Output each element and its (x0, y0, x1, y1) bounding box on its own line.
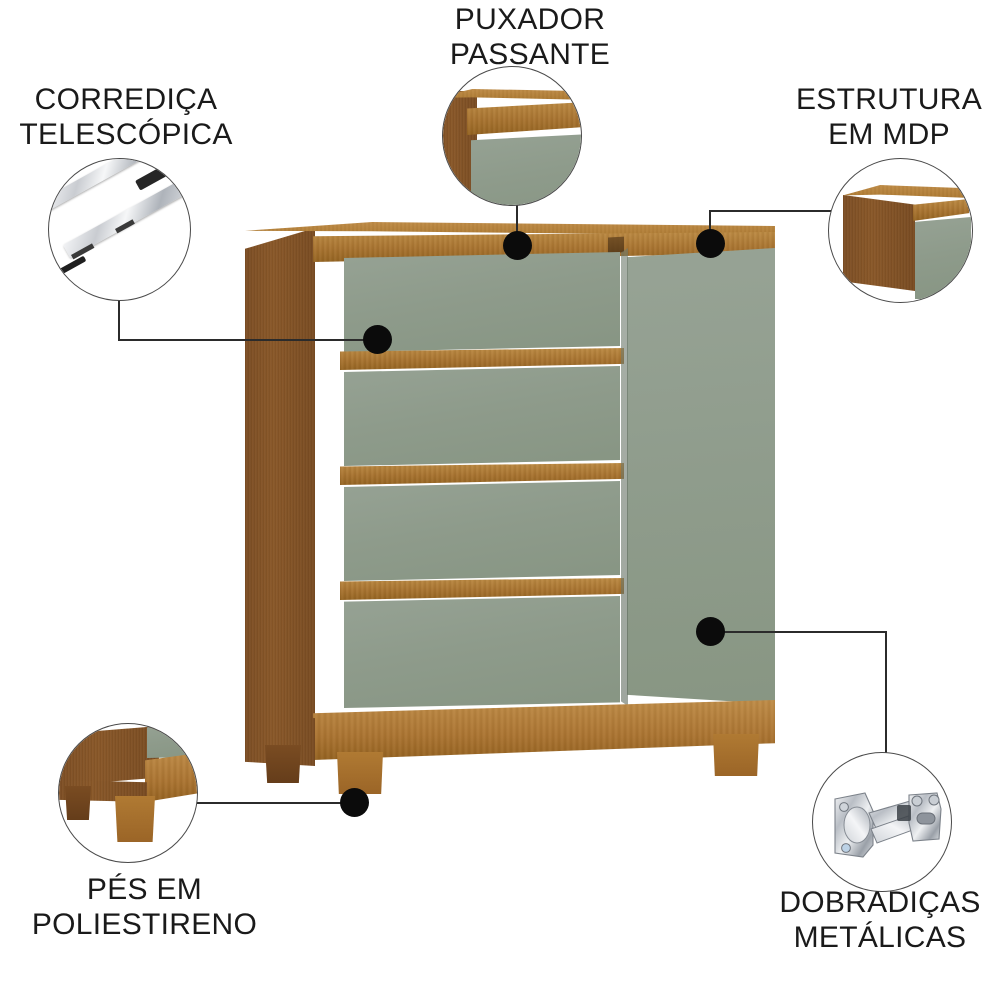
callout-label-corredica-telescopica: CORREDIÇA TELESCÓPICA (19, 83, 233, 152)
callout-label-estrutura-em-mdp: ESTRUTURA EM MDP (795, 83, 983, 152)
leader-dobradicas-horizontal (710, 631, 887, 633)
dot-puxador (503, 231, 532, 260)
leader-pes-horizontal (178, 802, 358, 804)
detail-circle-puxador (442, 66, 582, 206)
detail-circle-pes (58, 723, 198, 863)
hinge-svg (834, 792, 942, 858)
drawer-front-4[interactable] (344, 596, 620, 708)
handle-groove-gap (608, 236, 624, 255)
callout-label-pes-em-poliestireno: PÉS EM POLIESTIRENO (31, 873, 258, 942)
leader-estrutura-horizontal (709, 210, 831, 212)
callout-label-dobradicas-metalicas: DOBRADIÇAS METÁLICAS (779, 886, 981, 955)
drawer-front-3[interactable] (344, 481, 620, 581)
drawer-rail-1 (340, 348, 624, 370)
metal-hinge-icon (813, 753, 951, 891)
cabinet-left-side-panel (245, 228, 315, 748)
dot-corredica (363, 325, 392, 354)
detail-circle-corredica (48, 158, 191, 301)
drawer-slide-icon (49, 159, 190, 300)
dot-estrutura (696, 229, 725, 258)
cabinet-foot-icon (59, 724, 197, 862)
leader-estrutura-vertical (709, 210, 711, 238)
foot-back-left (265, 745, 301, 783)
foot-front-right (713, 734, 759, 776)
detail-circle-estrutura (828, 158, 973, 303)
recessed-handle-icon (443, 67, 581, 205)
drawer-rail-3 (340, 578, 624, 600)
dot-pes (340, 788, 369, 817)
leader-corredica-horizontal (118, 339, 383, 341)
leader-dobradicas-vertical (885, 631, 887, 753)
cabinet-base-plinth (313, 700, 775, 760)
callout-label-puxador-passante: PUXADOR PASSANTE (449, 3, 611, 72)
leader-puxador-vertical (516, 198, 518, 244)
detail-circle-dobradicas (812, 752, 952, 892)
leader-corredica-vertical (118, 300, 120, 340)
drawer-rail-2 (340, 463, 624, 485)
drawer-front-2[interactable] (344, 366, 620, 466)
foot-front-left (337, 752, 383, 794)
cabinet-corner-icon (829, 159, 972, 302)
door-drawer-seam (621, 248, 628, 706)
dot-dobradicas (696, 617, 725, 646)
